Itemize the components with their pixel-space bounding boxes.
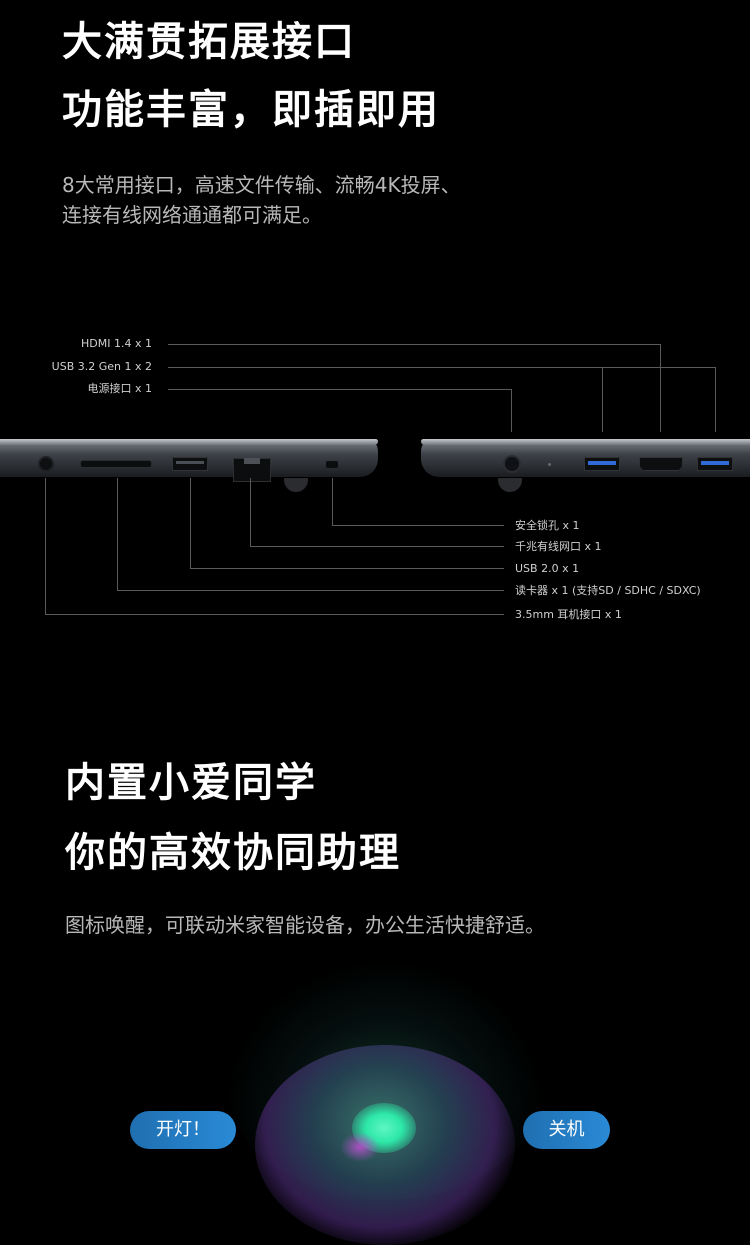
- label-audio-jack: 3.5mm 耳机接口 x 1: [515, 608, 622, 621]
- audio-jack-icon: [38, 456, 54, 472]
- laptop-right-lid: [421, 439, 750, 445]
- leader-lock-v: [332, 478, 333, 526]
- label-security-lock: 安全锁孔 x 1: [515, 519, 580, 532]
- label-card-reader: 读卡器 x 1 (支持SD / SDHC / SDXC): [515, 584, 701, 597]
- ports-desc-line1: 8大常用接口，高速文件传输、流畅4K投屏、: [62, 173, 461, 197]
- laptop-left-lid: [0, 439, 378, 445]
- security-lock-slot-icon: [326, 461, 338, 468]
- leader-card-h: [117, 590, 504, 591]
- leader-usb3-v2: [715, 367, 716, 432]
- leader-usb3-h: [168, 367, 716, 368]
- indicator-light-icon: [548, 463, 551, 466]
- label-usb2: USB 2.0 x 1: [515, 562, 580, 575]
- leader-audio-v: [45, 478, 46, 615]
- leader-hdmi-h: [168, 344, 661, 345]
- leader-card-v: [117, 478, 118, 591]
- ports-title-line1: 大满贯拓展接口: [62, 19, 356, 65]
- assistant-title-line2: 你的高效协同助理: [65, 830, 401, 876]
- leader-audio-h: [45, 614, 504, 615]
- assistant-title-line1: 内置小爱同学: [65, 760, 317, 806]
- ports-title-line2: 功能丰富，即插即用: [62, 87, 440, 133]
- laptop-left-side: [0, 439, 378, 482]
- leader-usb3-v1: [602, 367, 603, 432]
- leader-ethernet-h: [250, 546, 504, 547]
- assistant-orb-purple-icon: [340, 1132, 380, 1162]
- label-usb3: USB 3.2 Gen 1 x 2: [51, 360, 152, 373]
- card-reader-slot-icon: [80, 460, 152, 468]
- hdmi-port-icon: [639, 457, 683, 471]
- usb3-port-1-icon: [584, 457, 620, 471]
- laptop-left-foot: [284, 478, 308, 492]
- voice-command-bubble-light-on: 开灯！: [130, 1111, 236, 1149]
- leader-usb2-v: [190, 478, 191, 569]
- usb3-port-2-icon: [697, 457, 733, 471]
- leader-lock-h: [332, 525, 504, 526]
- ports-desc-line2: 连接有线网络通通都可满足。: [62, 203, 322, 227]
- usb2-port-icon: [172, 457, 208, 471]
- leader-hdmi-v: [660, 344, 661, 432]
- assistant-desc: 图标唤醒，可联动米家智能设备，办公生活快捷舒适。: [65, 913, 545, 937]
- leader-power-v: [511, 389, 512, 432]
- voice-command-bubble-shutdown: 关机: [523, 1111, 610, 1149]
- power-port-icon: [503, 455, 521, 473]
- laptop-right-foot: [498, 478, 522, 492]
- laptop-right-side: [421, 439, 750, 477]
- label-ethernet: 千兆有线网口 x 1: [515, 540, 602, 553]
- leader-ethernet-v: [250, 478, 251, 547]
- label-power: 电源接口 x 1: [87, 382, 152, 395]
- leader-power-h: [168, 389, 512, 390]
- label-hdmi: HDMI 1.4 x 1: [81, 337, 152, 350]
- ethernet-port-icon: [233, 458, 271, 482]
- leader-usb2-h: [190, 568, 504, 569]
